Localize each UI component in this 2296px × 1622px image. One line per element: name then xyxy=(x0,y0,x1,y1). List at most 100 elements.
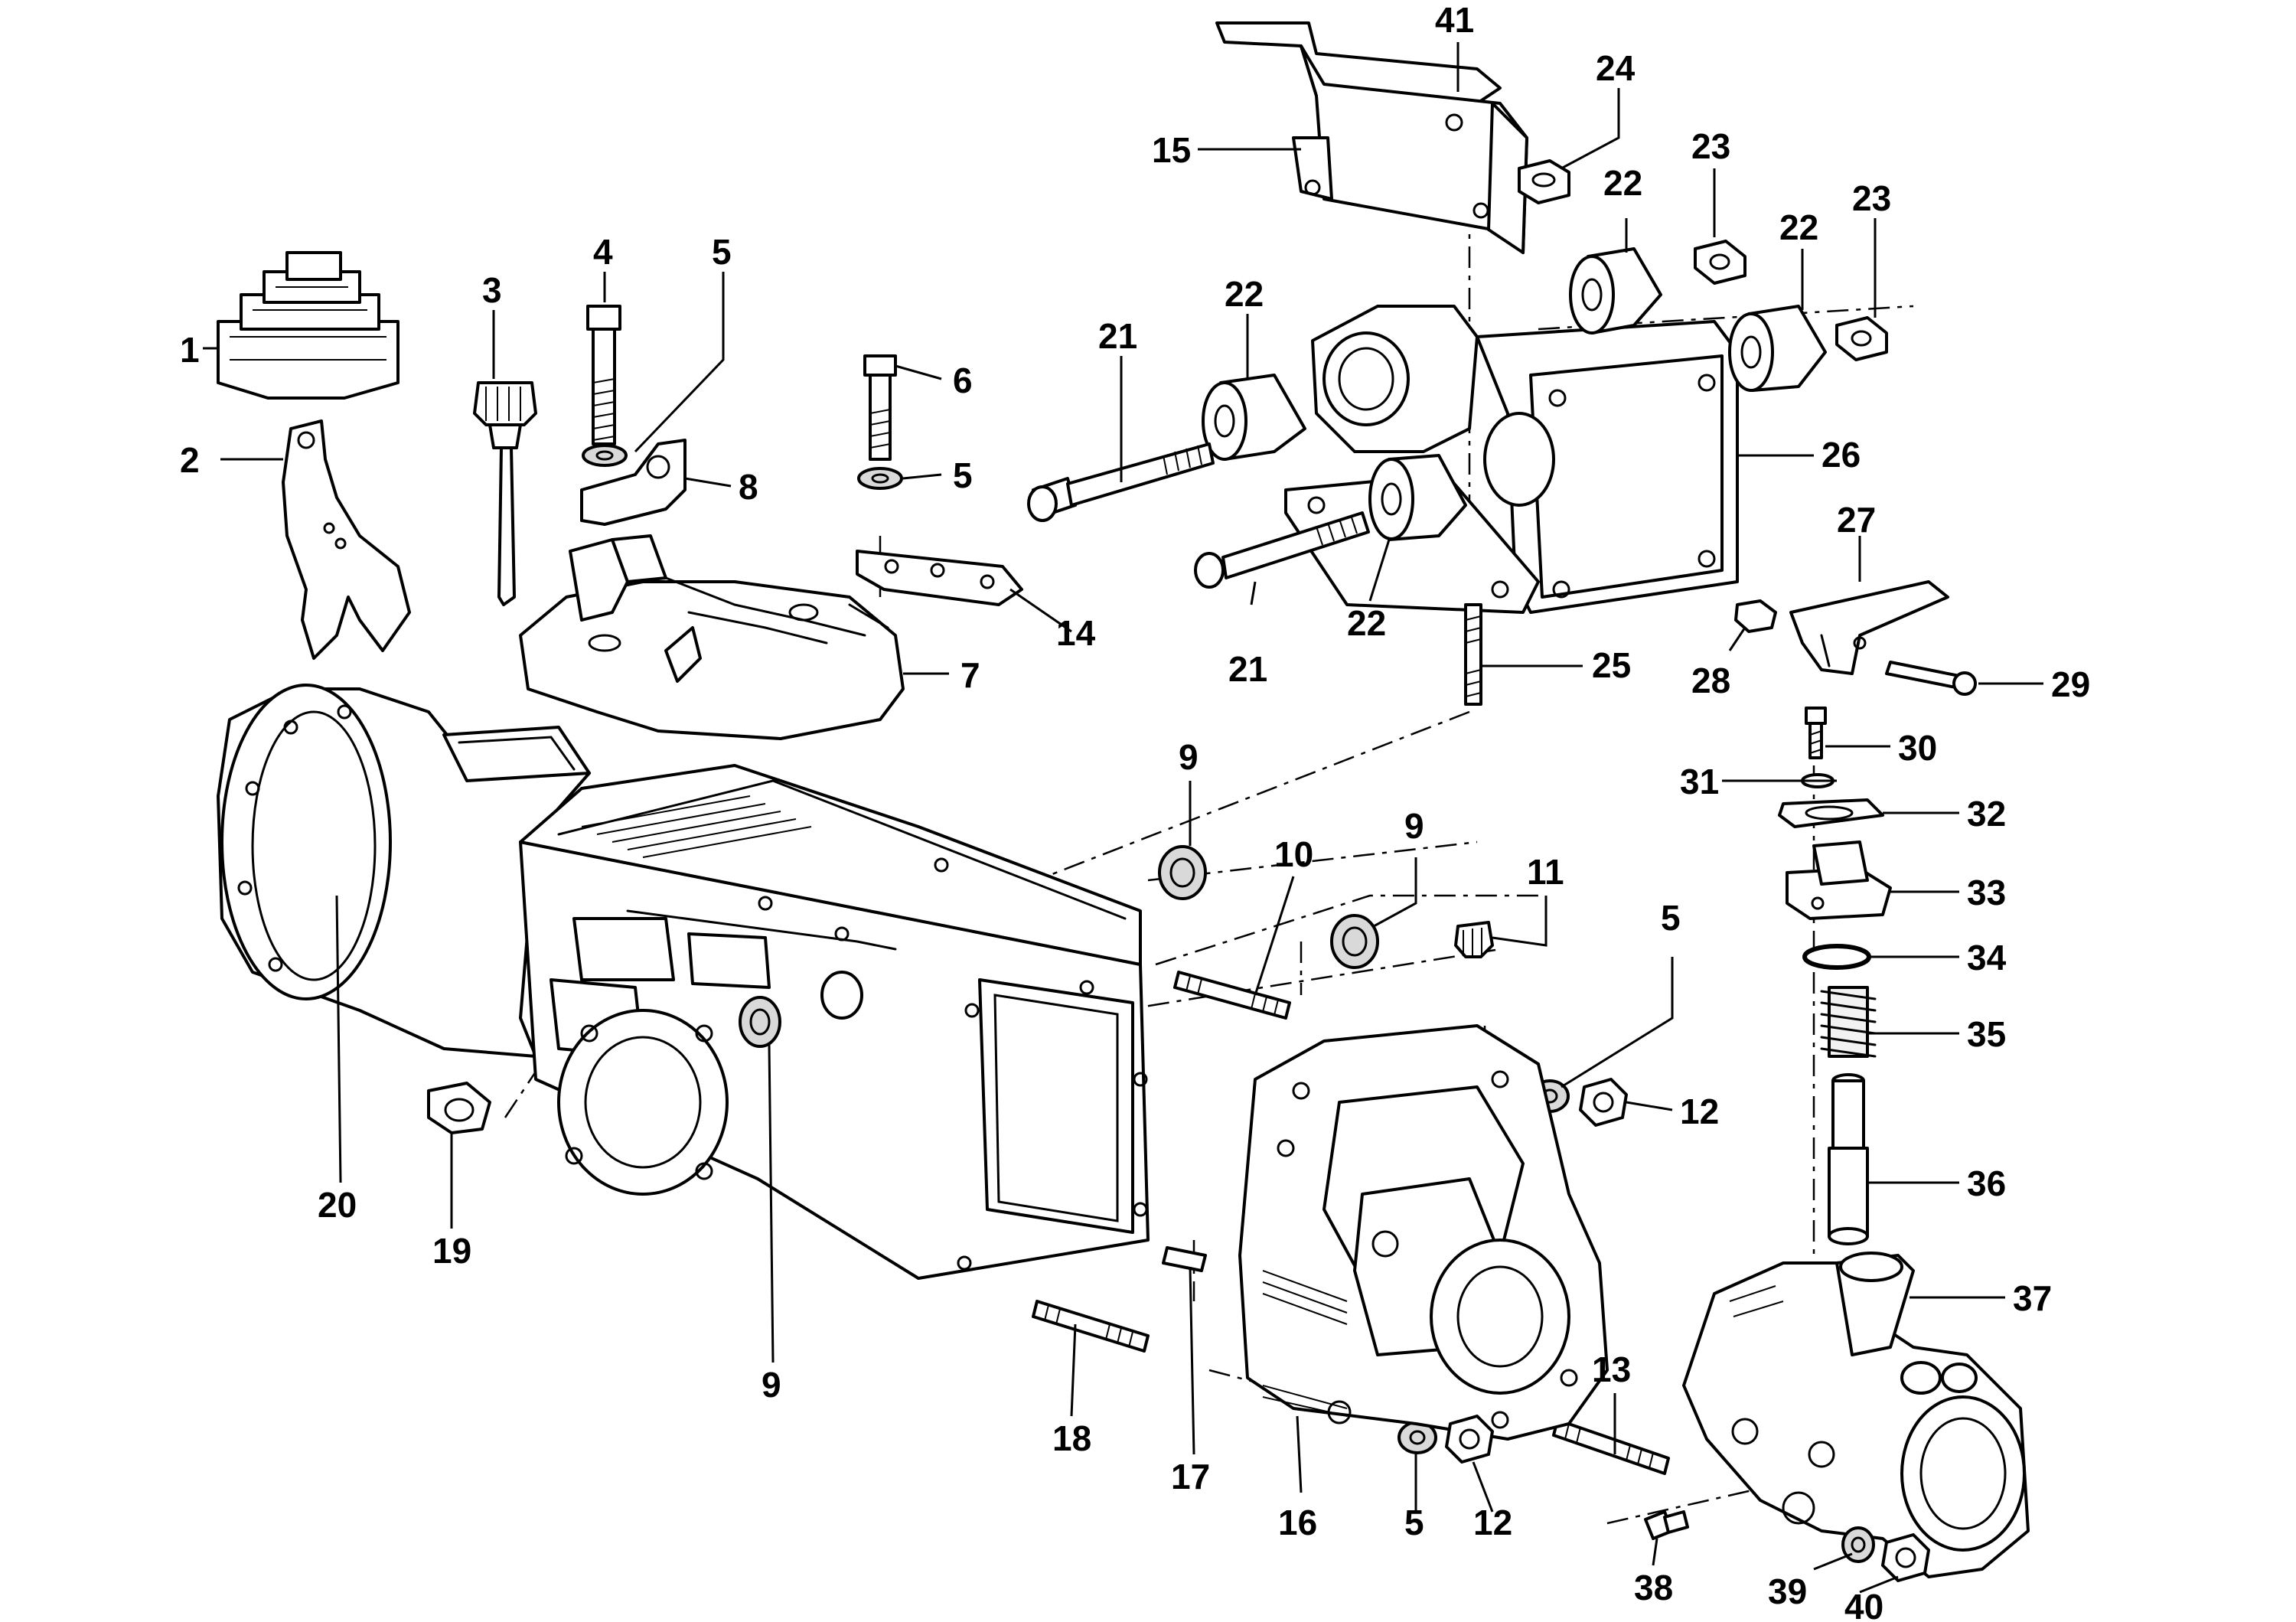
callout-3: 3 xyxy=(482,270,502,310)
callout-12-b: 12 xyxy=(1473,1503,1512,1542)
detent-cover-33 xyxy=(1786,840,1892,920)
oil-seal-9-a xyxy=(1158,845,1207,900)
breather-11 xyxy=(1454,921,1494,958)
callout-38: 38 xyxy=(1634,1568,1673,1607)
callout-15: 15 xyxy=(1152,130,1191,170)
callout-8: 8 xyxy=(739,467,758,507)
bolt-6 xyxy=(863,354,897,461)
callout-17: 17 xyxy=(1171,1457,1210,1496)
callout-36: 36 xyxy=(1967,1163,2006,1203)
callout-21-b: 21 xyxy=(1228,649,1267,689)
gasket-32 xyxy=(1778,798,1884,828)
callout-9-a: 9 xyxy=(1179,737,1199,777)
bolt-29 xyxy=(1885,661,1977,696)
nut-12-lower xyxy=(1445,1415,1494,1464)
clutch-release-fork xyxy=(282,419,411,660)
callout-5-b: 5 xyxy=(953,455,973,495)
callout-9-b: 9 xyxy=(1404,806,1424,846)
engine-mount-block-26 xyxy=(1284,305,1739,614)
callout-16: 16 xyxy=(1278,1503,1317,1542)
callout-34: 34 xyxy=(1967,938,2007,977)
plate-14 xyxy=(856,550,1023,606)
clip-bracket-27 xyxy=(1789,580,1949,675)
callout-35: 35 xyxy=(1967,1014,2006,1054)
callout-33: 33 xyxy=(1967,873,2006,912)
nut-40 xyxy=(1881,1533,1930,1582)
stud-25 xyxy=(1464,603,1482,706)
callout-39: 39 xyxy=(1768,1571,1807,1611)
callout-18: 18 xyxy=(1052,1418,1091,1458)
callout-41: 41 xyxy=(1435,0,1474,40)
callout-32: 32 xyxy=(1967,794,2006,834)
oil-seal-9-b xyxy=(1330,914,1379,969)
spring-35 xyxy=(1820,986,1877,1058)
drain-plug-19 xyxy=(427,1082,491,1134)
callout-22-b: 22 xyxy=(1347,603,1386,643)
callout-40: 40 xyxy=(1844,1587,1883,1622)
bolt-4 xyxy=(586,305,621,445)
callout-37: 37 xyxy=(2013,1278,2052,1318)
callout-23-b: 23 xyxy=(1852,178,1891,218)
socket-bolt-21-upper xyxy=(1027,442,1215,522)
callout-19: 19 xyxy=(432,1231,471,1271)
callout-2: 2 xyxy=(180,440,200,480)
rear-housing-16 xyxy=(1238,1024,1609,1441)
fitting-38 xyxy=(1644,1510,1689,1540)
callout-26: 26 xyxy=(1821,435,1861,475)
rubber-bushing-22-d xyxy=(1728,305,1827,392)
leader-lines xyxy=(203,42,2043,1594)
stud-10 xyxy=(1173,971,1291,1020)
callout-5-a: 5 xyxy=(712,232,732,272)
o-ring-34 xyxy=(1802,944,1871,970)
rubber-bushing-22-b xyxy=(1368,454,1467,541)
callout-31: 31 xyxy=(1680,762,1719,801)
detent-plunger-36 xyxy=(1828,1073,1869,1245)
callout-14: 14 xyxy=(1056,613,1096,653)
extension-housing-37 xyxy=(1682,1252,2030,1578)
rubber-bushing-22-c xyxy=(1569,247,1662,335)
nut-28 xyxy=(1734,599,1777,633)
stud-13 xyxy=(1552,1418,1670,1475)
callout-11: 11 xyxy=(1527,852,1564,892)
oil-filler-dipstick xyxy=(473,381,537,606)
callout-24: 24 xyxy=(1596,48,1636,88)
callout-13: 13 xyxy=(1592,1349,1631,1389)
callout-28: 28 xyxy=(1691,661,1730,700)
callout-30: 30 xyxy=(1898,728,1937,768)
nut-23-a xyxy=(1694,240,1746,285)
callout-12-a: 12 xyxy=(1680,1092,1719,1131)
callout-5-d: 5 xyxy=(1404,1503,1424,1542)
washer-39 xyxy=(1841,1526,1875,1563)
callout-22-d: 22 xyxy=(1779,207,1818,247)
nut-12-upper xyxy=(1579,1078,1628,1127)
screw-30 xyxy=(1805,707,1827,759)
socket-bolt-21-lower xyxy=(1194,511,1370,589)
callout-20: 20 xyxy=(318,1185,357,1225)
oil-seal-9-c xyxy=(739,996,781,1048)
gearbox-main-housing-20 xyxy=(217,684,1150,1280)
callout-labels: 1 2 3 4 5 5 5 5 6 7 8 9 9 9 10 11 12 12 … xyxy=(180,0,2090,1622)
callout-22-c: 22 xyxy=(1603,163,1642,203)
top-cover-7 xyxy=(519,534,905,740)
washer-5-upper-right xyxy=(857,467,903,490)
callout-22-a: 22 xyxy=(1225,274,1264,314)
washer-5-upper-left xyxy=(582,444,628,467)
callout-21-a: 21 xyxy=(1098,316,1137,356)
stud-18 xyxy=(1032,1300,1150,1353)
nut-23-b xyxy=(1835,316,1888,361)
callout-10: 10 xyxy=(1274,834,1313,874)
callout-5-c: 5 xyxy=(1661,898,1681,938)
rubber-bushing-22-a xyxy=(1202,374,1306,461)
callout-9-c: 9 xyxy=(762,1365,781,1405)
callout-27: 27 xyxy=(1837,500,1876,540)
callout-1: 1 xyxy=(180,330,200,370)
callout-7: 7 xyxy=(960,655,980,695)
callout-29: 29 xyxy=(2051,664,2090,704)
callout-6: 6 xyxy=(953,361,973,400)
upper-mount-bracket-15 xyxy=(1215,21,1528,254)
gear-lever-boot xyxy=(217,251,400,400)
callout-4: 4 xyxy=(593,232,613,272)
dowel-pin-17 xyxy=(1162,1246,1207,1272)
